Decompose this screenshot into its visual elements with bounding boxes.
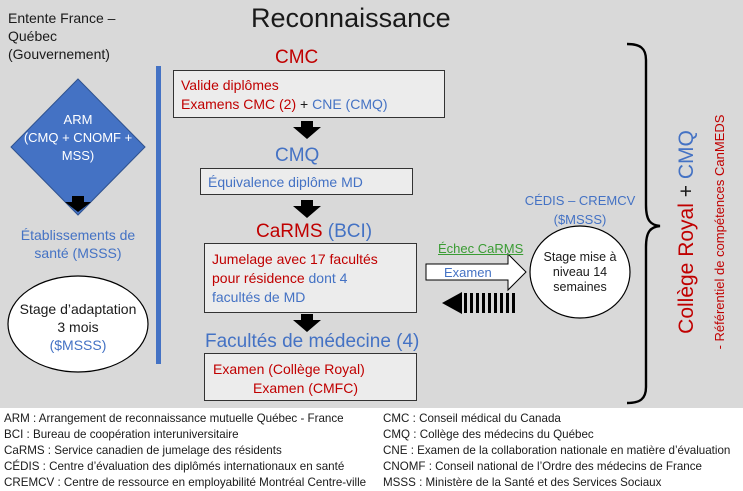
arrow-cmq-to-carms <box>293 200 321 218</box>
carms-box-line1: Jumelage avec 17 facultés <box>212 251 378 267</box>
arrow-cmc-to-cmq <box>293 121 321 139</box>
stage-mise-line2: niveau 14 <box>552 265 608 279</box>
blue-divider-bar <box>156 66 161 364</box>
carms-box-line3: facultés de MD <box>212 289 306 305</box>
carms-title: CaRMS (BCI) <box>256 221 372 243</box>
diamond-line2: (CMQ + CNOMF + <box>23 130 133 145</box>
stage-adaptation-line1: Stage d’adaptation <box>19 301 137 317</box>
entente-header-line1: Entente France – <box>8 10 116 26</box>
legend-bci: BCI : Bureau de coopération interunivers… <box>4 428 239 441</box>
cmq-box-text: Équivalence diplôme MD <box>208 174 363 190</box>
etablissements-line2: santé (MSSS) <box>34 245 122 261</box>
legend-cne: CNE : Examen de la collaboration nationa… <box>383 444 731 457</box>
legend-cnomf: CNOMF : Conseil national de l’Ordre des … <box>383 460 702 473</box>
facultes-box-line2: Examen (CMFC) <box>253 380 359 396</box>
cmc-box-line1: Valide diplômes <box>181 77 279 93</box>
vertical-college-royal-cmq: Collège Royal + CMQ <box>675 130 699 334</box>
cmc-examens: Examens CMC (2) <box>181 96 297 112</box>
echec-carms-label: Échec CaRMS <box>438 241 524 256</box>
legend-msss: MSSS : Ministère de la Santé et des Serv… <box>383 476 662 489</box>
vertical-college-royal: Collège Royal <box>675 203 698 334</box>
arm-diamond <box>10 78 146 216</box>
carms-title-red: CaRMS <box>256 221 323 242</box>
facultes-box-line1: Examen (Collège Royal) <box>213 361 365 377</box>
arrow-carms-to-fac <box>293 314 321 332</box>
return-dashed-arrow <box>442 292 515 314</box>
cmq-box: Équivalence diplôme MD <box>200 168 413 195</box>
cedis-line2: ($MSSS) <box>553 212 607 227</box>
vertical-plus: + <box>675 184 698 198</box>
cmc-box-line2: Examens CMC (2) + CNE (CMQ) <box>181 95 388 113</box>
stage-mise-line1: Stage mise à <box>543 250 617 264</box>
facultes-box: Examen (Collège Royal) Examen (CMFC) <box>204 353 417 401</box>
cmc-plus: + <box>300 96 309 112</box>
diamond-line3: MSS) <box>61 148 95 163</box>
legend-cremcv: CREMCV : Centre de ressource en employab… <box>4 476 367 489</box>
cmq-title: CMQ <box>275 145 320 166</box>
legend-carms: CaRMS : Service canadien de jumelage des… <box>4 444 282 457</box>
examen-label: Examen <box>444 265 492 280</box>
carms-title-blue: (BCI) <box>327 221 373 242</box>
carms-dont: dont 4 <box>308 270 348 286</box>
stage-adaptation-cost: ($MSSS) <box>49 337 107 353</box>
carms-pour-residence: pour résidence <box>212 270 305 286</box>
page-title: Reconnaissance <box>251 3 451 33</box>
stage-adaptation-line2: 3 mois <box>57 319 99 335</box>
legend-cedis: CÉDIS : Centre d’évaluation des diplômés… <box>4 460 345 473</box>
right-brace <box>626 42 661 405</box>
cmc-box: Valide diplômes Examens CMC (2) + CNE (C… <box>173 70 445 118</box>
etablissements-line1: Établissements de <box>20 227 136 243</box>
vertical-canmeds: - Référentiel de compétences CanMEDS <box>712 114 727 350</box>
entente-header-line2: Québec <box>8 28 58 44</box>
cmc-cne: CNE (CMQ) <box>312 96 388 112</box>
legend-cmq: CMQ : Collège des médecins du Québec <box>383 428 594 441</box>
diamond-line1: ARM <box>63 112 93 127</box>
carms-box: Jumelage avec 17 facultés pour résidence… <box>204 243 417 313</box>
examen-arrow <box>425 252 527 292</box>
cedis-line1: CÉDIS – CREMCV <box>524 193 636 208</box>
cmc-title: CMC <box>275 47 319 68</box>
facultes-title: Facultés de médecine (4) <box>205 331 420 352</box>
vertical-cmq: CMQ <box>675 130 698 180</box>
entente-header-line3: (Gouvernement) <box>8 46 110 62</box>
stage-mise-line3: semaines <box>553 280 607 294</box>
left-down-arrow <box>65 196 91 212</box>
legend-arm: ARM : Arrangement de reconnaissance mutu… <box>4 412 344 425</box>
carms-box-line2: pour résidence dont 4 <box>212 269 347 287</box>
legend-cmc: CMC : Conseil médical du Canada <box>383 412 561 425</box>
stage-adaptation-ellipse <box>7 275 149 373</box>
stage-mise-niveau-ellipse <box>529 225 631 319</box>
